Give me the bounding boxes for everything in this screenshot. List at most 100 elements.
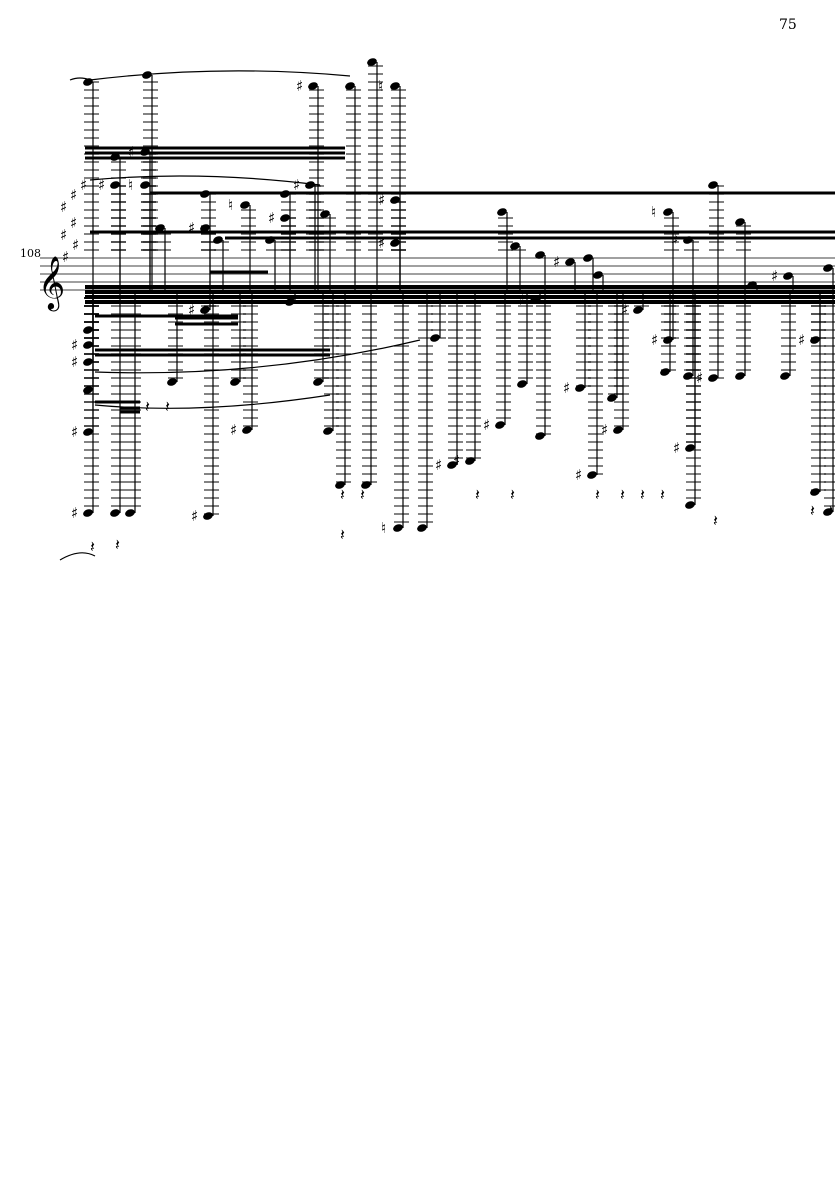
quarter-rest-icon: 𝄽 (713, 511, 718, 530)
notehead (393, 524, 403, 532)
notehead (142, 71, 152, 79)
natural-icon: ♮ (381, 519, 386, 537)
sharp-icon: ♯ (518, 291, 525, 309)
notehead (308, 82, 318, 90)
notehead (367, 58, 377, 66)
beam (85, 156, 345, 160)
beam (225, 236, 835, 240)
notehead (517, 380, 527, 388)
quarter-rest-icon: 𝄽 (145, 397, 150, 416)
notehead (663, 208, 673, 216)
notehead (200, 190, 210, 198)
sharp-icon: ♯ (553, 253, 560, 271)
beam (85, 295, 835, 299)
sharp-icon: ♯ (435, 456, 442, 474)
notehead (810, 488, 820, 496)
notehead (447, 461, 457, 469)
notehead (305, 181, 315, 189)
beam (175, 316, 238, 320)
notehead (313, 378, 323, 386)
notehead (83, 386, 93, 394)
notehead (430, 334, 440, 342)
notehead (465, 457, 475, 465)
sharp-icon: ♯ (575, 466, 582, 484)
notehead (530, 296, 540, 304)
notehead (361, 481, 371, 489)
notehead (110, 153, 120, 161)
measure-number: 108 (20, 247, 41, 260)
quarter-rest-icon: 𝄽 (360, 485, 365, 504)
beam (90, 230, 835, 234)
slur (59, 552, 96, 561)
sharp-icon: ♯ (80, 176, 87, 194)
quarter-rest-icon: 𝄽 (660, 485, 665, 504)
sharp-icon: ♯ (128, 143, 135, 161)
notehead (535, 251, 545, 259)
sharp-icon: ♯ (70, 214, 77, 232)
beam (210, 270, 268, 274)
notehead (167, 378, 177, 386)
notehead (575, 384, 585, 392)
sharp-icon: ♯ (71, 336, 78, 354)
notehead (607, 394, 617, 402)
notehead (323, 427, 333, 435)
quarter-rest-icon: 𝄽 (810, 501, 815, 520)
sharp-icon: ♯ (601, 421, 608, 439)
notehead (823, 264, 833, 272)
beam (85, 290, 835, 294)
notehead (265, 236, 275, 244)
notehead (345, 82, 355, 90)
notehead (83, 78, 93, 86)
notehead (497, 208, 507, 216)
notehead (565, 258, 575, 266)
slur (89, 70, 351, 81)
natural-icon: ♮ (228, 196, 233, 214)
notehead (810, 336, 820, 344)
quarter-rest-icon: 𝄽 (475, 485, 480, 504)
sharp-icon: ♯ (651, 331, 658, 349)
quarter-rest-icon: 𝄽 (90, 537, 95, 556)
notehead (83, 509, 93, 517)
natural-icon: ♮ (128, 176, 133, 194)
notehead (613, 426, 623, 434)
sharp-icon: ♯ (296, 77, 303, 95)
notehead (200, 224, 210, 232)
notehead (783, 272, 793, 280)
notehead (390, 196, 400, 204)
notehead (593, 271, 603, 279)
sharp-icon: ♯ (98, 176, 105, 194)
notehead (203, 512, 213, 520)
sharp-icon: ♯ (378, 234, 385, 252)
notehead (685, 501, 695, 509)
sharp-icon: ♯ (563, 379, 570, 397)
beam (85, 300, 835, 304)
sharp-icon: ♯ (671, 231, 678, 249)
slur (94, 339, 421, 374)
quarter-rest-icon: 𝄽 (340, 525, 345, 544)
quarter-rest-icon: 𝄽 (620, 485, 625, 504)
notehead (735, 372, 745, 380)
page-number: 75 (779, 17, 797, 33)
quarter-rest-icon: 𝄽 (828, 501, 833, 520)
beams (85, 146, 835, 414)
notehead (155, 224, 165, 232)
sharp-icon: ♯ (188, 219, 195, 237)
beam (150, 191, 835, 195)
notehead (823, 508, 833, 516)
notehead (280, 190, 290, 198)
notehead (390, 82, 400, 90)
quarter-rest-icon: 𝄽 (510, 485, 515, 504)
notehead (83, 428, 93, 436)
natural-icon: ♮ (378, 77, 383, 95)
notehead (633, 306, 643, 314)
notehead (683, 372, 693, 380)
sharp-icon: ♯ (230, 421, 237, 439)
slur (94, 394, 331, 409)
notehead (390, 239, 400, 247)
sharp-icon: ♯ (72, 236, 79, 254)
notehead (285, 298, 295, 306)
notehead (280, 214, 290, 222)
quarter-rest-icon: 𝄽 (640, 485, 645, 504)
notehead (495, 421, 505, 429)
